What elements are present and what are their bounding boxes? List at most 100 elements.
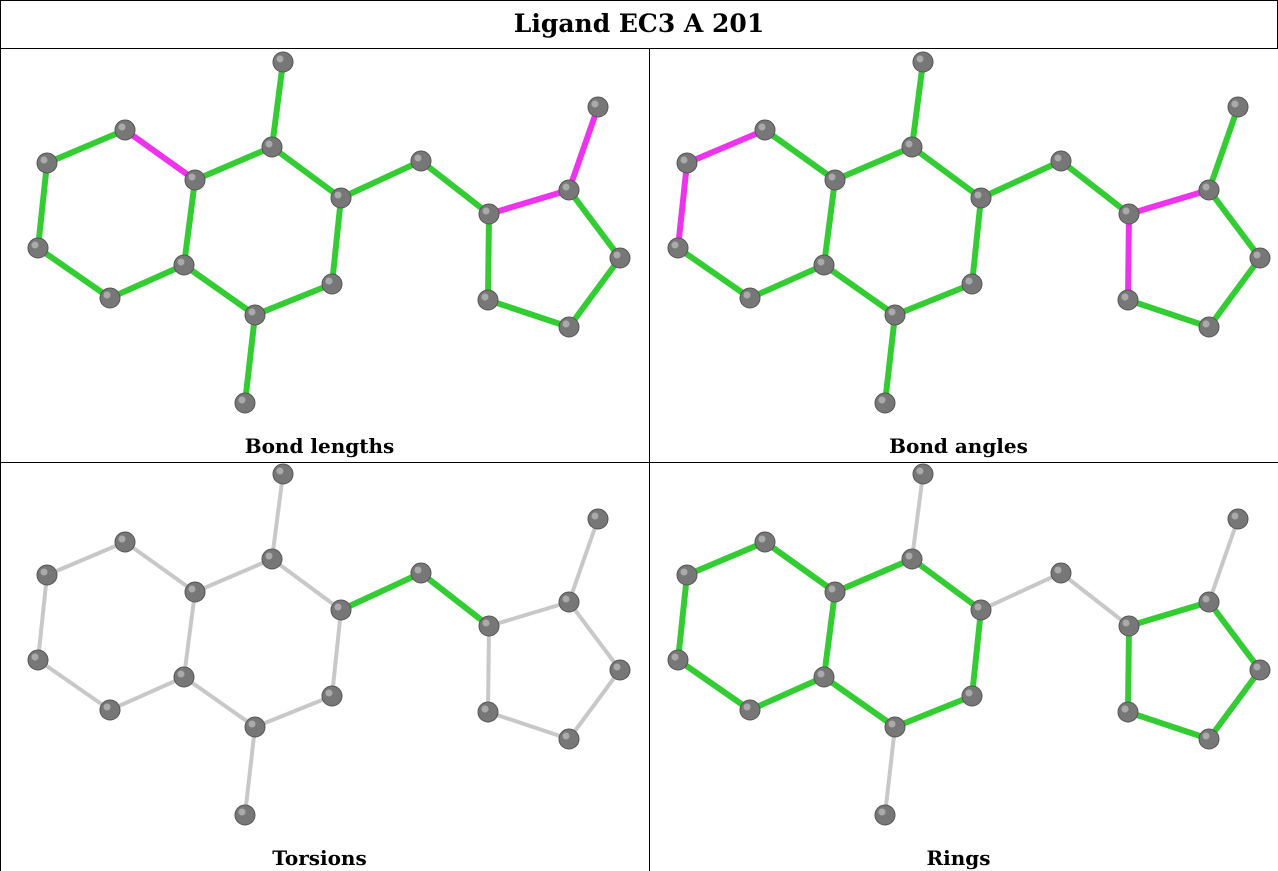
bond-unchecked	[36, 573, 49, 662]
bond-unchecked	[123, 540, 197, 594]
atom	[1050, 150, 1072, 172]
atom	[272, 463, 294, 485]
bond-unchecked	[567, 600, 622, 672]
bond-unchecked	[1059, 571, 1131, 628]
bond-unchecked	[1207, 517, 1240, 604]
bond-outlier	[486, 187, 572, 217]
atom	[1117, 289, 1139, 311]
bond-ok	[1206, 667, 1263, 742]
atom-highlight	[965, 277, 973, 285]
atom	[1227, 96, 1249, 118]
bond-unchecked	[486, 624, 491, 714]
atom	[1249, 659, 1271, 681]
atom-highlight	[1231, 512, 1239, 520]
bond-ok	[1125, 709, 1212, 742]
atom	[1249, 247, 1271, 269]
atom-highlight	[888, 720, 896, 728]
bond-unchecked	[567, 517, 600, 604]
atom	[558, 179, 580, 201]
bond-ok	[892, 281, 975, 318]
atom-highlight	[758, 123, 766, 131]
atom-highlight	[103, 291, 111, 299]
bond-unchecked	[253, 694, 334, 729]
atom	[1118, 615, 1140, 637]
bond-ok	[1206, 187, 1263, 261]
bond-unchecked	[270, 557, 343, 612]
bond-ok	[44, 127, 128, 166]
bond-ok	[418, 570, 492, 629]
atom-highlight	[743, 291, 751, 299]
bond-ok	[684, 539, 768, 578]
bond-ok	[762, 539, 838, 595]
bond-ok	[909, 144, 984, 201]
bond-outlier	[1125, 211, 1132, 303]
bond-outlier	[675, 160, 690, 251]
bond-ok	[269, 144, 344, 201]
atom	[321, 685, 343, 707]
atom-highlight	[40, 568, 48, 576]
atom-highlight	[916, 467, 924, 475]
bond-ok	[909, 59, 926, 150]
atom	[609, 247, 631, 269]
atom-highlight	[265, 140, 273, 148]
atom-highlight	[878, 808, 886, 816]
atom	[676, 564, 698, 586]
bond-outlier	[1126, 187, 1212, 217]
atom-highlight	[671, 241, 679, 249]
atom	[99, 287, 121, 309]
atom	[244, 304, 266, 326]
atom	[234, 804, 256, 826]
atom-highlight	[188, 585, 196, 593]
bond-ok	[978, 158, 1064, 201]
atom	[410, 150, 432, 172]
molecule-panel-1	[27, 51, 631, 414]
atom	[234, 392, 256, 414]
molecule-panel-2	[667, 51, 1271, 414]
atom	[173, 254, 195, 276]
atom	[912, 463, 934, 485]
atom-highlight	[828, 173, 836, 181]
atom-highlight	[103, 703, 111, 711]
bond-ok	[909, 556, 984, 613]
bond-unchecked	[567, 668, 622, 741]
atom	[874, 392, 896, 414]
atom-highlight	[238, 396, 246, 404]
bond-ok	[1206, 104, 1241, 193]
atom	[1198, 591, 1220, 613]
atom	[587, 508, 609, 530]
atom-highlight	[1202, 732, 1210, 740]
bond-ok	[418, 158, 492, 217]
atom-highlight	[1253, 251, 1261, 259]
atom-highlight	[177, 258, 185, 266]
atom-highlight	[334, 603, 342, 611]
bond-ok	[485, 297, 572, 330]
atom-highlight	[481, 705, 489, 713]
bond-ok	[762, 127, 838, 183]
atom	[558, 728, 580, 750]
bond-unchecked	[45, 540, 127, 577]
bond-ok	[338, 158, 424, 201]
atom	[609, 659, 631, 681]
bond-ok	[485, 211, 492, 303]
molecule-panel-4	[667, 463, 1271, 826]
atom-highlight	[1122, 207, 1130, 215]
atom	[754, 119, 776, 141]
bond-unchecked	[193, 557, 274, 594]
atom-highlight	[276, 467, 284, 475]
atom-highlight	[414, 154, 422, 162]
atom-highlight	[758, 535, 766, 543]
atom	[901, 548, 923, 570]
bond-ok	[675, 572, 690, 663]
atom	[667, 237, 689, 259]
atom-highlight	[1202, 183, 1210, 191]
bond-ok	[675, 657, 753, 713]
atom	[676, 152, 698, 174]
bond-ok	[675, 245, 753, 301]
bond-ok	[338, 570, 424, 613]
atom-highlight	[177, 670, 185, 678]
atom-highlight	[680, 156, 688, 164]
bond-unchecked	[910, 472, 925, 561]
atom-highlight	[671, 653, 679, 661]
